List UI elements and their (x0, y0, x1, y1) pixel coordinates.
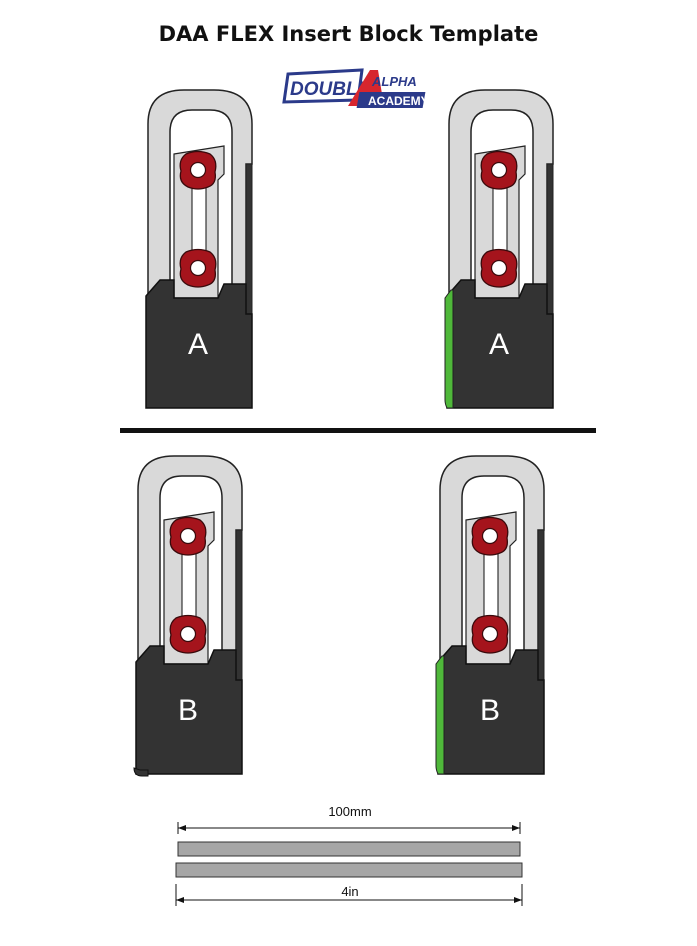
frame-strip (235, 529, 243, 681)
frame-strip (546, 163, 554, 315)
top-screw (169, 516, 207, 556)
bottom-screw (480, 248, 518, 288)
double-alpha-academy-logo: DOUBLE ALPHA ACADEMY (282, 68, 429, 108)
insert-block-a-right: A (444, 89, 554, 409)
bottom-screw (471, 614, 509, 654)
frame-strip (245, 163, 253, 315)
block-body: B (435, 455, 545, 775)
block-body-lower (446, 279, 554, 409)
green-edge-strip (435, 655, 445, 775)
block-body-lower (145, 279, 253, 409)
bottom-screw-hole (189, 259, 207, 277)
lower-lip (133, 767, 149, 777)
scale-bar-imperial (175, 862, 523, 878)
scale-reference: 100mm 4in (175, 804, 523, 906)
scale-label-metric: 100mm (328, 804, 371, 819)
insert-block-b-right: B (435, 455, 545, 775)
scale-label-imperial: 4in (341, 884, 358, 899)
section-divider (120, 428, 596, 433)
block-body-lower (135, 645, 243, 775)
scale-arrow-metric (177, 822, 521, 834)
block-letter: A (188, 328, 208, 361)
bottom-screw-hole (490, 259, 508, 277)
insert-block-a-left: A (145, 89, 253, 409)
block-body: A (444, 89, 554, 409)
frame-strip (537, 529, 545, 681)
logo-text-alpha: ALPHA (371, 74, 417, 89)
page-title: DAA FLEX Insert Block Template (158, 22, 539, 46)
bottom-screw (169, 614, 207, 654)
top-screw-hole (490, 161, 508, 179)
top-screw-hole (179, 527, 197, 545)
block-body: A (145, 89, 253, 409)
block-body-lower (437, 645, 545, 775)
bottom-screw-hole (179, 625, 197, 643)
scale-bar-metric (177, 841, 521, 857)
bottom-screw (179, 248, 217, 288)
top-screw (471, 516, 509, 556)
bottom-screw-hole (481, 625, 499, 643)
block-letter: B (480, 694, 500, 727)
block-body: B (133, 455, 243, 777)
logo-text-academy: ACADEMY (368, 94, 429, 108)
scale-arrow-imperial (175, 884, 523, 906)
top-screw-hole (481, 527, 499, 545)
top-screw (480, 150, 518, 190)
insert-block-b-left: B (133, 455, 243, 777)
top-screw (179, 150, 217, 190)
block-letter: B (178, 694, 198, 727)
green-edge-strip (444, 289, 454, 409)
block-letter: A (489, 328, 509, 361)
logo-text-double: DOUBLE (290, 79, 372, 100)
top-screw-hole (189, 161, 207, 179)
